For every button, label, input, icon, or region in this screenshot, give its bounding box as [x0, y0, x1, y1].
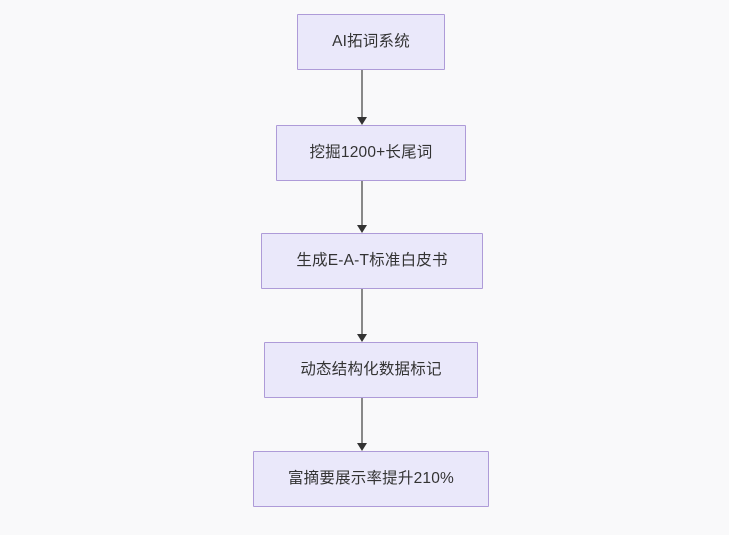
- flow-connector-arrow: [352, 398, 372, 451]
- flow-connector-arrow: [352, 70, 372, 125]
- flow-connector-arrow: [352, 181, 372, 233]
- flowchart-node-node-1[interactable]: AI拓词系统: [297, 14, 445, 70]
- flowchart-node-node-2[interactable]: 挖掘1200+长尾词: [276, 125, 466, 181]
- flowchart-node-node-5[interactable]: 富摘要展示率提升210%: [253, 451, 489, 507]
- flowchart-node-label: 挖掘1200+长尾词: [309, 144, 433, 162]
- flow-connector-arrow: [352, 289, 372, 342]
- flowchart-node-node-4[interactable]: 动态结构化数据标记: [264, 342, 478, 398]
- flowchart-node-label: 动态结构化数据标记: [300, 361, 442, 379]
- arrowhead-icon: [357, 334, 367, 342]
- flowchart-node-label: 富摘要展示率提升210%: [287, 470, 455, 488]
- flowchart-node-label: AI拓词系统: [332, 33, 410, 51]
- flowchart-node-label: 生成E-A-T标准白皮书: [296, 252, 448, 270]
- arrowhead-icon: [357, 443, 367, 451]
- arrowhead-icon: [357, 117, 367, 125]
- arrowhead-icon: [357, 225, 367, 233]
- flowchart-node-node-3[interactable]: 生成E-A-T标准白皮书: [261, 233, 483, 289]
